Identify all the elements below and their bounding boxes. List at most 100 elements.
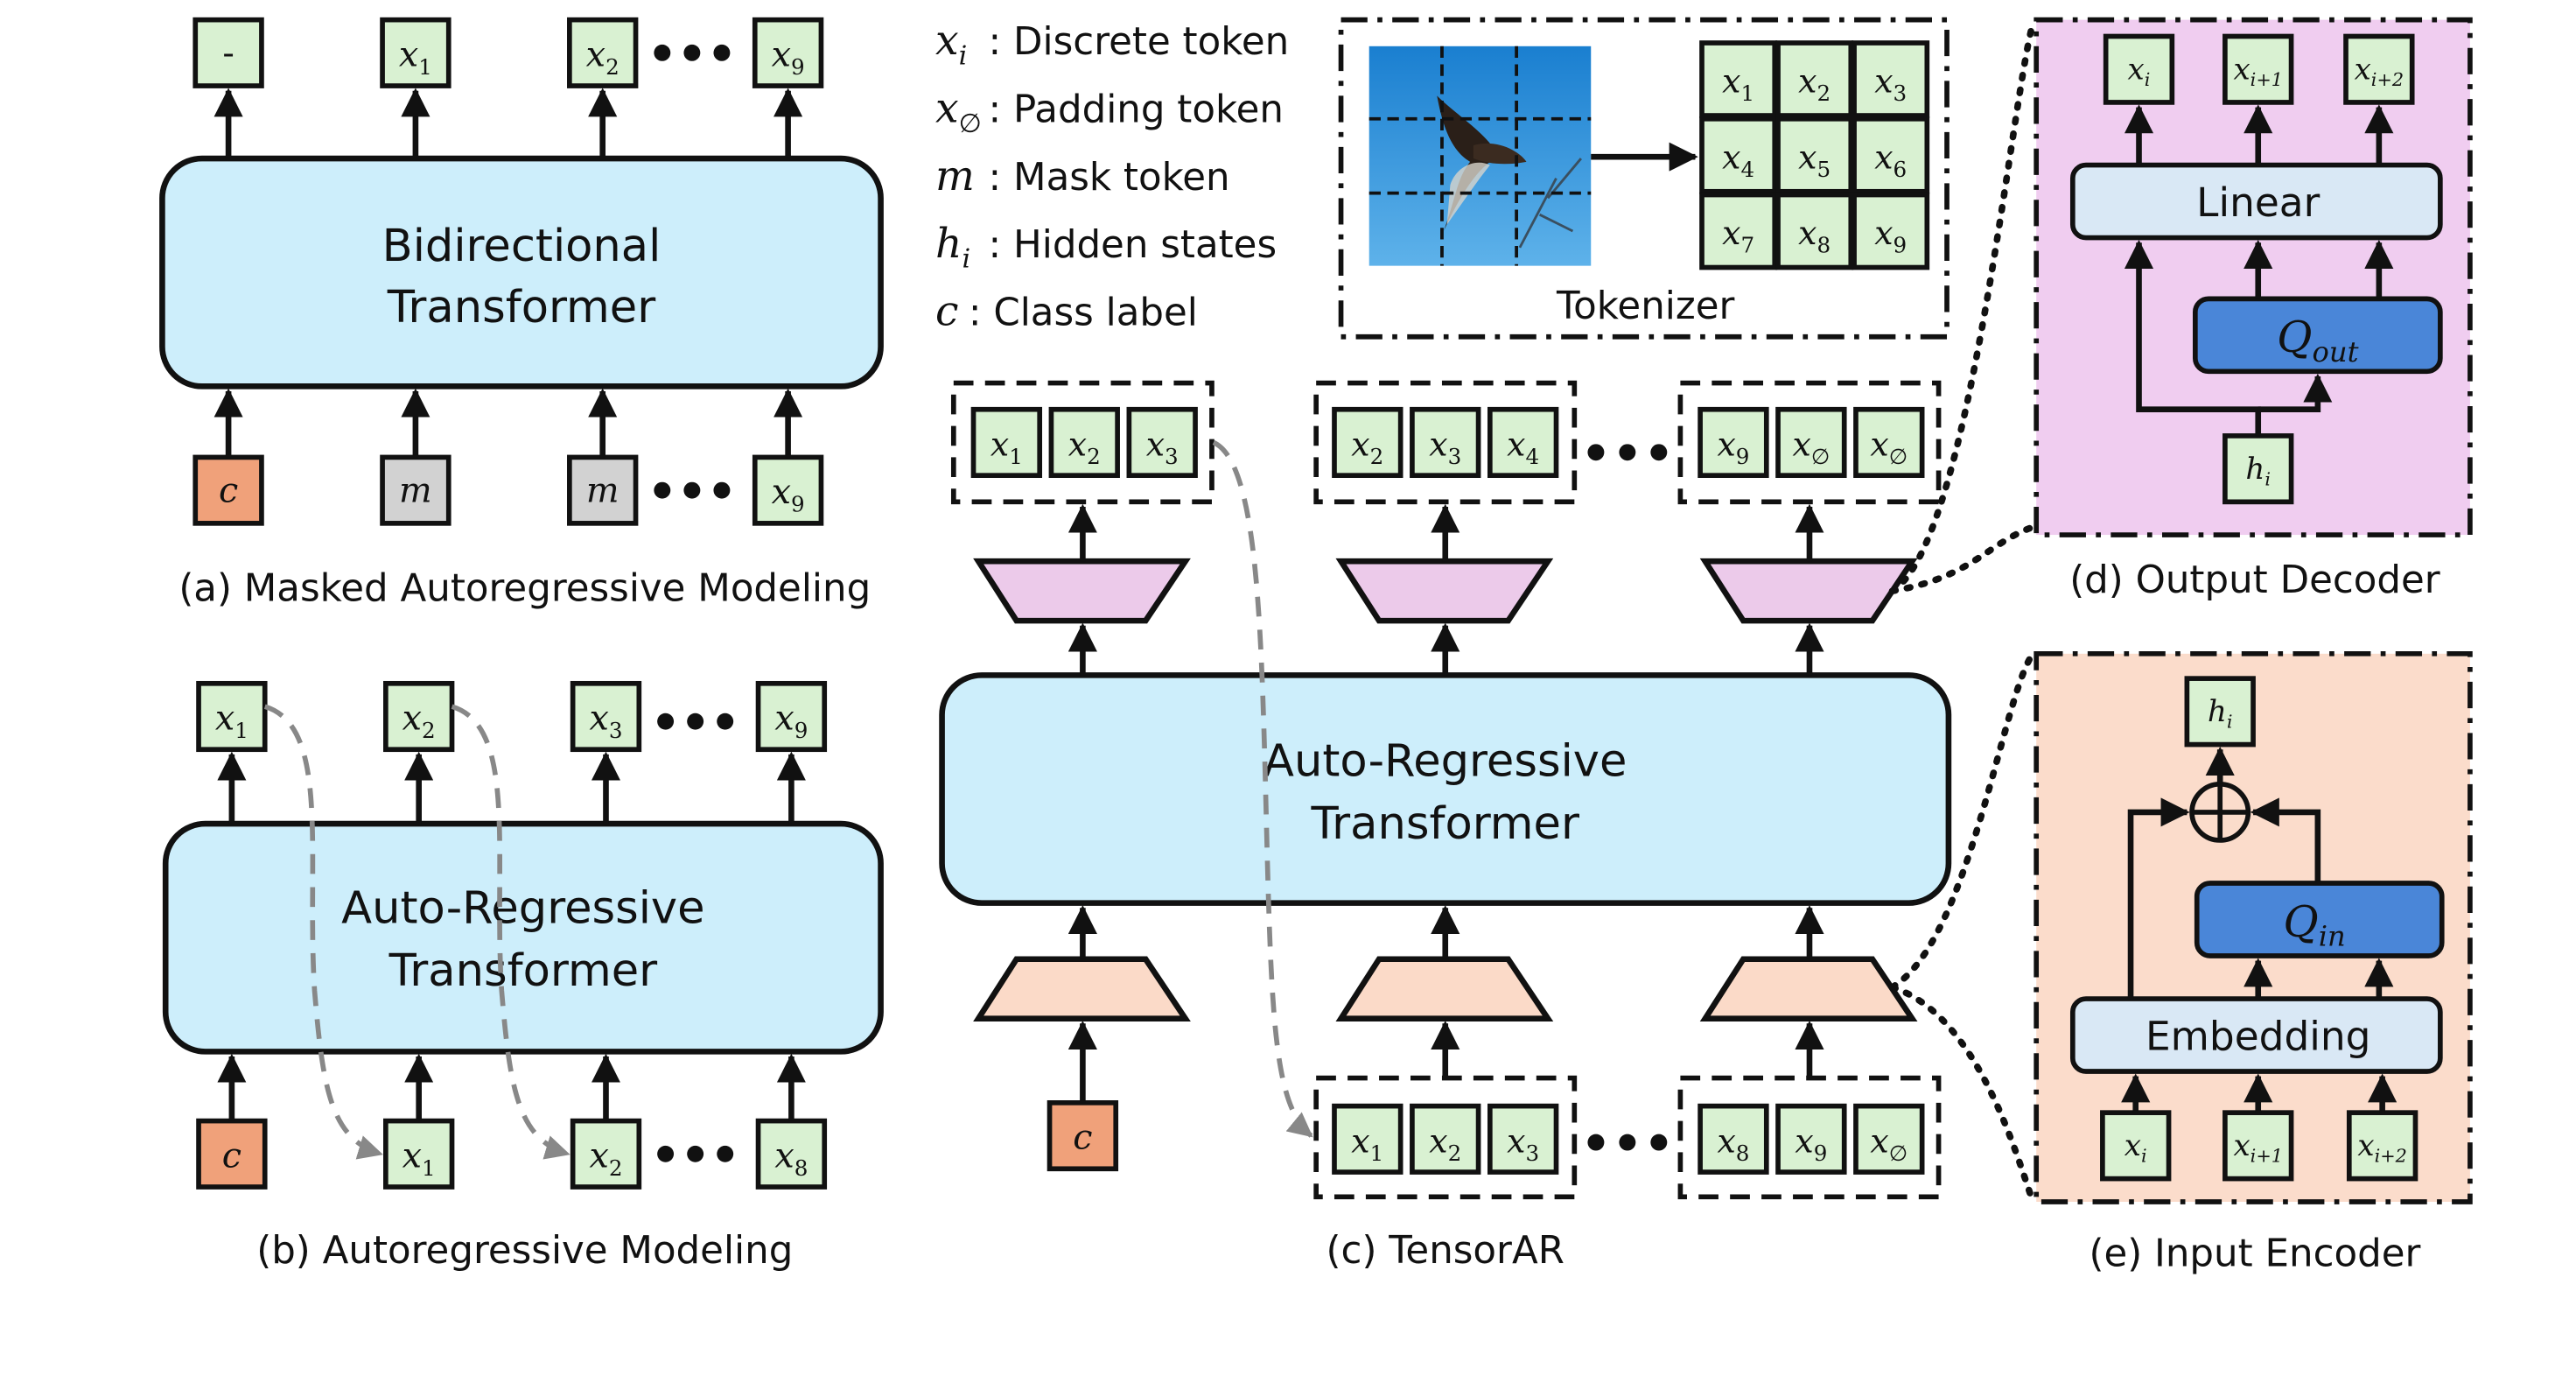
legend-symbol-2: m (935, 152, 975, 200)
legend-symbol-4: c (935, 288, 958, 336)
output-token-c-2-0 (1698, 406, 1769, 478)
caption-c: (c) TensorAR (1326, 1229, 1564, 1273)
output-token-b-1 (383, 680, 455, 753)
legend-text-0: : Discrete token (989, 20, 1290, 64)
connector-decoder-top (1888, 524, 2034, 594)
output-token-b-2 (570, 680, 642, 753)
grid-token-1-label: x1 (1722, 62, 1754, 106)
panel-d-output-decoder: xi xi+1 xi+2 Linear Qout hi (d) Output D… (2034, 17, 2473, 602)
ar-transformer-block-c (939, 672, 1952, 906)
decoder-output-2 (2343, 33, 2415, 105)
output-token-c-2-1 (1775, 406, 1847, 478)
output-token-a-1-label: x1 (399, 34, 432, 79)
output-token-b-0-label: x1 (215, 699, 248, 743)
class-token-c (1046, 1100, 1119, 1172)
connector-encoder-bottom (1888, 984, 2037, 1205)
ellipsis-dot (1619, 1134, 1636, 1151)
legend-symbol-3: hi (935, 220, 970, 274)
output-token-c-1-2 (1487, 406, 1559, 478)
skip-arrow (2124, 239, 2262, 436)
bidirectional-transformer-block (159, 155, 884, 390)
input-token-c-0-2-label: x3 (1507, 1121, 1539, 1165)
connector-decoder-bottom (1888, 19, 2037, 594)
legend-text-4: : Class label (969, 291, 1198, 335)
grid-token-6-label: x6 (1874, 137, 1907, 181)
output-token-c-0-1 (1048, 406, 1120, 478)
output-token-c-0-0-label: x1 (990, 425, 1023, 469)
output-group-c-2 (1677, 380, 1942, 505)
legend: xi : Discrete token x∅ : Padding token m… (935, 17, 1289, 335)
output-decoder-shape-0 (973, 558, 1191, 624)
output-decoder-shape-2 (1699, 558, 1918, 624)
token-grid: x1 x2 x3 x4 x5 x6 x7 x8 x9 (1699, 40, 1930, 270)
caption-d: (d) Output Decoder (2069, 558, 2440, 602)
output-token-c-0-2-label: x3 (1146, 425, 1179, 469)
linear-label: Linear (2196, 179, 2320, 226)
output-group-c-1 (1313, 380, 1578, 505)
ellipsis-dot (654, 481, 671, 499)
ar-b-title-line2: Transformer (388, 945, 658, 997)
ellipsis-dot (713, 481, 731, 499)
output-decoder-shape-1 (1335, 558, 1554, 624)
ellipsis-dot (1619, 444, 1636, 461)
grid-token-2-label: x2 (1798, 62, 1830, 106)
class-token-c-label: c (1073, 1118, 1092, 1158)
tokenizer-label: Tokenizer (1556, 284, 1735, 328)
feedback-curve-b-2 (451, 704, 570, 1160)
embedding-label: Embedding (2146, 1014, 2371, 1060)
bidirectional-title-line1: Bidirectional (382, 221, 662, 272)
ellipsis-dot (657, 1145, 675, 1162)
output-token-c-2-0-label: x9 (1717, 425, 1749, 469)
output-group-c-0 (950, 380, 1214, 505)
decoder-hidden-input (2222, 433, 2294, 505)
legend-text-2: : Mask token (989, 156, 1230, 200)
grid-token-5 (1775, 116, 1854, 194)
decoder-output-1 (2222, 33, 2294, 105)
panel-e-input-encoder: hi Qin Embedding xi xi+1 xi+2 (e) Input … (2034, 651, 2473, 1276)
q-in-label: Qin (2283, 895, 2345, 952)
ellipsis-dot (1650, 1134, 1668, 1151)
grid-token-7 (1699, 192, 1778, 270)
panel-c-tensorar: x1 x2 x3 x2 x3 x4 x9 x∅ x∅ Auto-Regressi… (939, 19, 2037, 1273)
bird-body-icon (1473, 143, 1527, 165)
input-token-c-0-0 (1332, 1103, 1404, 1175)
output-token-a-2 (567, 17, 639, 88)
bidirectional-title-line2: Transformer (387, 282, 656, 333)
ellipsis-dot (683, 44, 701, 61)
caption-e: (e) Input Encoder (2089, 1232, 2420, 1276)
connector-encoder-top (1888, 650, 2037, 991)
encoder-frame (2034, 651, 2473, 1204)
output-token-a-0-label: - (222, 34, 234, 73)
ar-transformer-block-b (162, 820, 884, 1055)
class-token-b-label: c (222, 1135, 242, 1176)
ellipsis-dot (713, 44, 731, 61)
ellipsis-dot (717, 713, 734, 730)
input-encoder-shape-0 (973, 956, 1191, 1021)
output-token-c-1-0 (1332, 406, 1404, 478)
encoder-hidden-output (2184, 676, 2256, 748)
input-token-c-1-2 (1853, 1103, 1925, 1175)
input-token-c-0-1 (1410, 1103, 1481, 1175)
input-token-c-1-1 (1775, 1103, 1847, 1175)
output-token-b-3 (755, 680, 828, 753)
input-token-c-0-2 (1487, 1103, 1559, 1175)
grid-token-2 (1775, 40, 1854, 118)
legend-symbol-1: x∅ (935, 85, 982, 139)
output-token-b-0 (196, 680, 268, 753)
grid-token-1 (1699, 40, 1778, 118)
tokenizer-panel: x1 x2 x3 x4 x5 x6 x7 x8 x9 Tokenizer (1338, 17, 1950, 340)
ellipsis-dot (657, 713, 675, 730)
output-token-a-2-label: x2 (586, 34, 620, 79)
grid-token-3 (1852, 40, 1930, 118)
legend-text-3: : Hidden states (989, 223, 1278, 267)
arrow (2258, 373, 2333, 413)
legend-text-1: : Padding token (989, 88, 1284, 132)
ar-b-title-line1: Auto-Regressive (341, 882, 704, 934)
caption-b: (b) Autoregressive Modeling (256, 1229, 793, 1273)
input-token-b-3 (755, 1118, 828, 1190)
input-encoder-shape-1 (1335, 956, 1554, 1021)
ellipsis-dot (687, 1145, 704, 1162)
grid-token-4 (1699, 116, 1778, 194)
mask-token-a-1 (380, 454, 452, 526)
